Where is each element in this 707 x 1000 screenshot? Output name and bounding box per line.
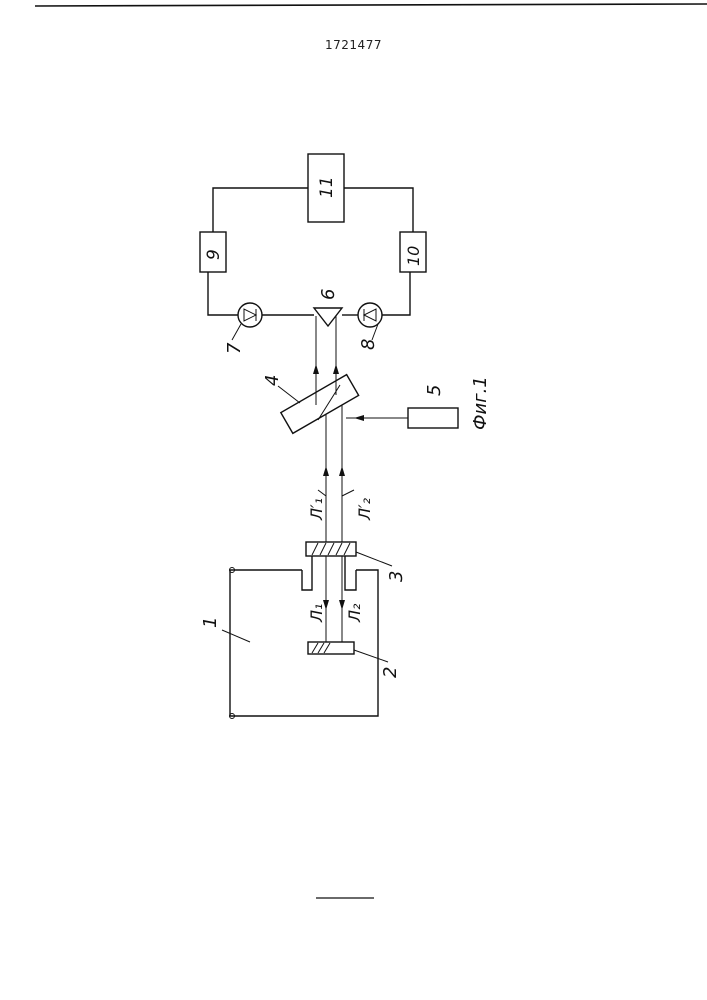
wire-10-to-11 [344,188,413,232]
beamsplitter-4 [281,375,359,434]
leader-2 [354,650,388,662]
prism-6 [314,308,342,326]
leader-4 [278,386,300,403]
leader-3 [356,552,392,566]
label-beam-1-prime: Л′₁ [307,498,326,521]
source-5 [408,408,458,428]
label-9: 9 [204,249,224,260]
label-3: 3 [386,571,407,582]
label-beam-1: Л₁ [307,604,326,623]
label-7: 7 [224,342,245,354]
label-beam-2: Л₂ [345,603,364,623]
beam-to-prism-right-arrow [333,364,339,374]
label-6: 6 [318,289,339,300]
source-beam-arrow [354,415,364,421]
label-beam-2-prime: Л′₂ [355,497,374,521]
beam-to-prism-left-arrow [313,364,319,374]
wire-9-to-11 [213,188,308,232]
beam-2-prime-arrow [339,466,345,476]
label-4: 4 [262,375,283,386]
top-border-line [35,4,707,6]
label-2: 2 [380,667,401,678]
label-10: 10 [404,246,423,266]
leader-beam-1-prime [318,490,326,496]
label-5: 5 [424,385,445,396]
figure-caption: Фиг.1 [470,376,491,430]
label-1: 1 [200,617,221,628]
leader-beam-2-prime [342,490,354,496]
wire-7-to-9 [208,272,238,315]
leader-7 [232,324,241,340]
photodiode-7 [238,303,262,327]
label-8: 8 [358,339,379,350]
housing-1 [230,570,378,716]
label-11: 11 [317,176,337,198]
wire-8-to-10 [382,272,410,315]
leader-1 [222,630,250,642]
photodiode-8 [358,303,382,327]
beam-1-prime-arrow [323,466,329,476]
